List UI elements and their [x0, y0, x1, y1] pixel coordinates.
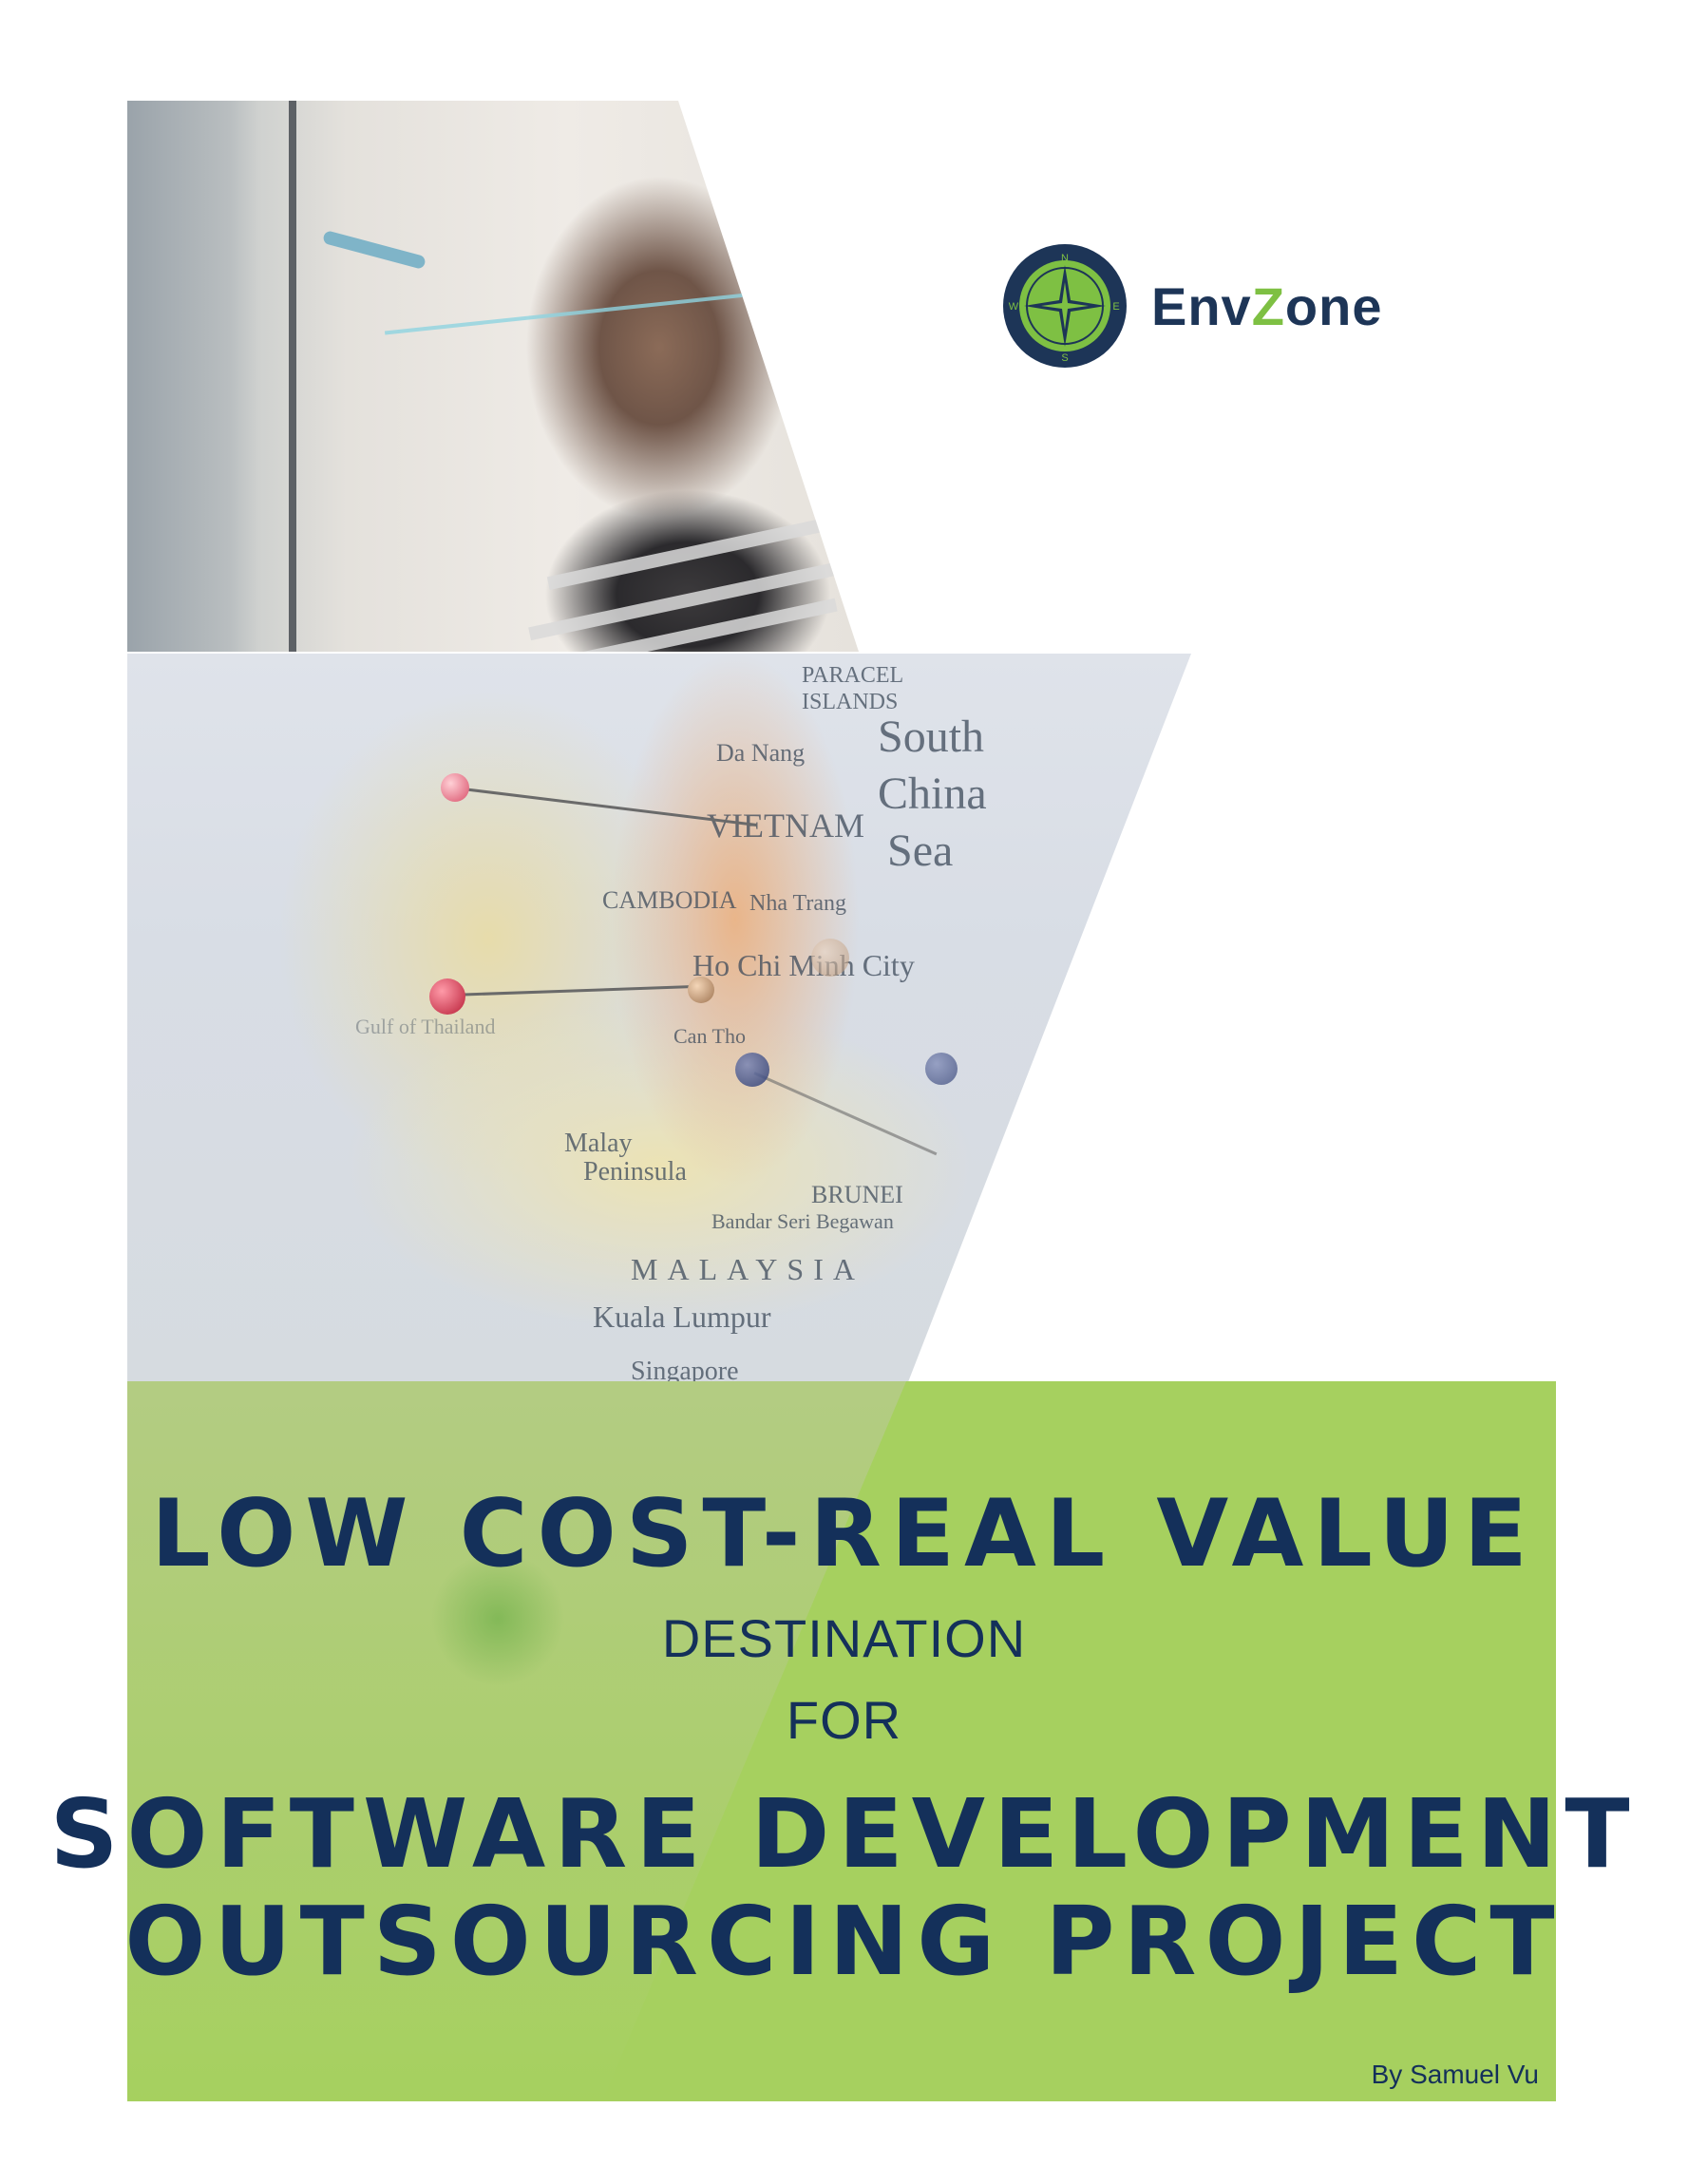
map-label: BRUNEI [811, 1181, 903, 1208]
map-label: Da Nang [716, 739, 806, 767]
cover-photo-whiteboard [127, 101, 859, 652]
map-label: MALAYSIA [631, 1252, 864, 1286]
map-label: Sea [887, 826, 954, 876]
map-label: South [878, 712, 985, 762]
title-line-1: LOW COST-REAL VALUE [151, 1480, 1537, 1588]
map-pin [735, 1053, 769, 1087]
map-label: Singapore [631, 1357, 739, 1386]
map-label: Gulf of Thailand [355, 1015, 496, 1038]
cover-photo-map: PARACEL ISLANDS Da Nang South China Sea … [127, 654, 1191, 1387]
map-label: CAMBODIA [602, 886, 737, 914]
title-line-3: FOR [786, 1690, 902, 1750]
title-panel [127, 1381, 1556, 2101]
map-pin [811, 939, 849, 977]
title-line-4: SOFTWARE DEVELOPMENT [49, 1778, 1639, 1890]
author-byline: By Samuel Vu [1371, 2060, 1539, 2089]
map-label: Peninsula [583, 1157, 687, 1187]
brand-name: EnvZone [1151, 276, 1383, 336]
marker-pen [322, 230, 427, 270]
map-label: Kuala Lumpur [593, 1300, 771, 1334]
map-label: VIETNAM [707, 807, 864, 845]
svg-text:N: N [1061, 253, 1069, 264]
marker-line [384, 288, 792, 335]
map-label: Can Tho [673, 1024, 746, 1048]
map-label: Malay [564, 1129, 633, 1158]
pin-needle [449, 984, 697, 997]
map-pin [925, 1053, 958, 1085]
compass-icon: N E S W [1009, 253, 1120, 364]
map-pin [688, 977, 714, 1003]
envzone-logo: N E S W [1003, 244, 1127, 368]
map-pin [441, 773, 469, 802]
svg-text:S: S [1061, 352, 1068, 364]
map-label: Bandar Seri Begawan [711, 1209, 894, 1233]
map-pin [429, 978, 465, 1015]
svg-text:W: W [1009, 301, 1019, 313]
title-line-5: OUTSOURCING PROJECT [124, 1886, 1564, 1997]
title-line-2: DESTINATION [661, 1608, 1027, 1668]
map-label: PARACEL [802, 663, 904, 688]
map-label: China [878, 769, 987, 819]
map-label: Nha Trang [749, 891, 847, 916]
svg-text:E: E [1112, 301, 1119, 313]
whiteboard-frame [289, 101, 296, 652]
map-label: ISLANDS [802, 690, 899, 714]
pin-needle [753, 1072, 938, 1156]
map-label: Ho Chi Minh City [692, 948, 915, 982]
